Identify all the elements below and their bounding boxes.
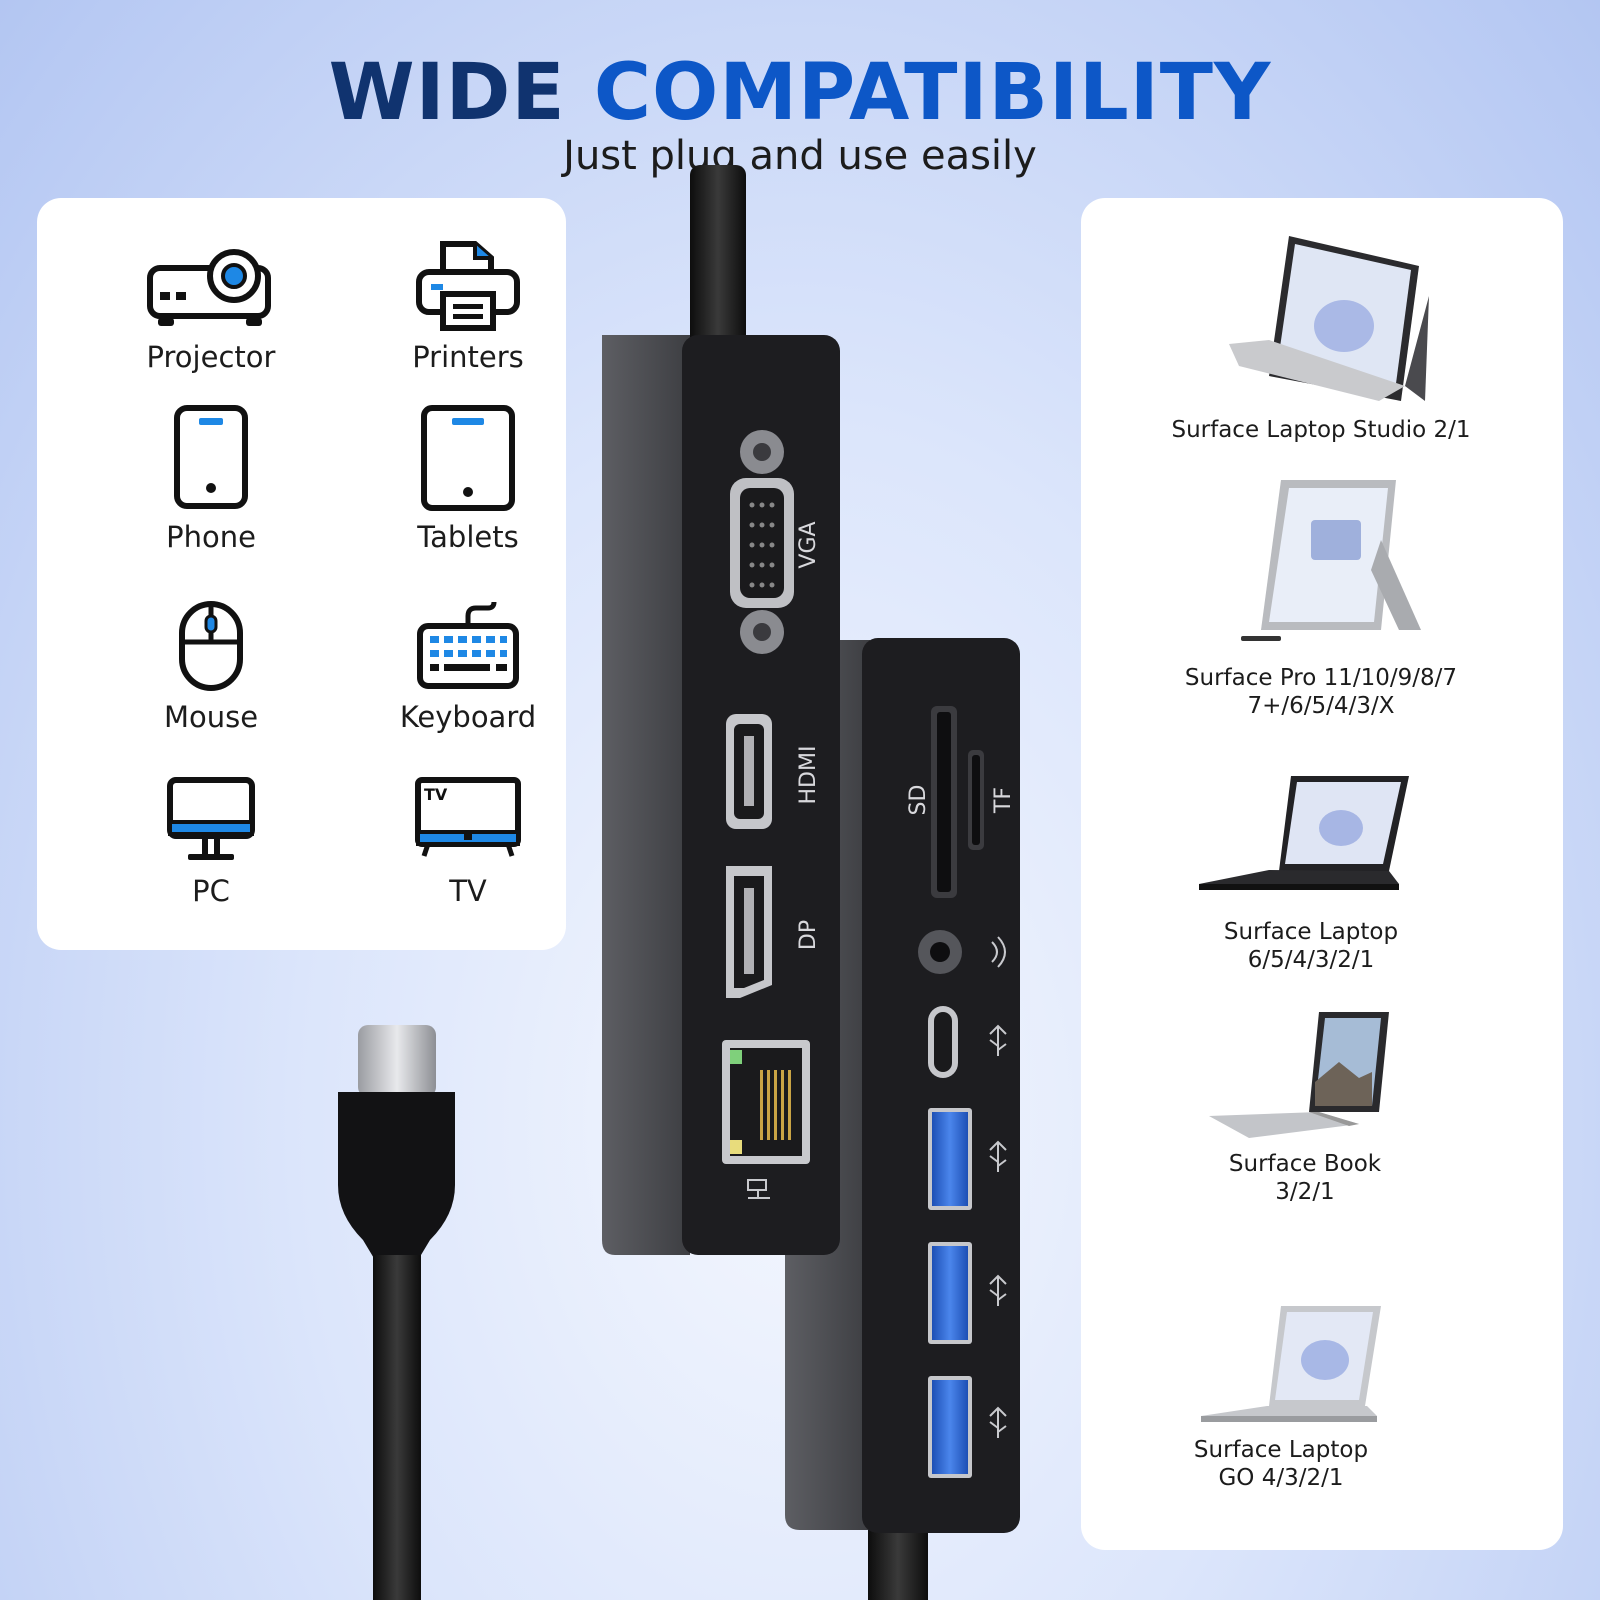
device-keyboard: Keyboard (358, 598, 578, 734)
device-tv: TV TV (358, 776, 578, 908)
surface-laptop-go-icon (1201, 1306, 1381, 1422)
laptop-label-1: Surface Laptop Studio 2/1 (1171, 417, 1471, 443)
device-label: PC (192, 874, 230, 908)
top-cable (690, 165, 746, 350)
tv-icon-text: TV (424, 785, 448, 804)
surface-pro-icon (1241, 480, 1421, 641)
usb-a-port-3 (928, 1376, 972, 1478)
device-label: Phone (166, 520, 256, 554)
sd-label: SD (906, 785, 931, 816)
printer-icon (416, 241, 520, 331)
tv-icon: TV (415, 777, 521, 857)
device-label: Keyboard (399, 700, 537, 734)
surface-book-icon (1209, 1012, 1389, 1138)
vga-port (730, 430, 794, 654)
surface-laptop-image (1199, 776, 1411, 902)
hdmi-port (726, 714, 772, 829)
ethernet-port (722, 1040, 810, 1199)
usb-a-port-1 (928, 1108, 972, 1210)
device-pc: PC (101, 776, 321, 908)
dp-label: DP (796, 920, 821, 950)
laptop-label-3: Surface Laptop 6/5/4/3/2/1 (1223, 919, 1399, 973)
laptop-label-5: Surface Laptop GO 4/3/2/1 (1193, 1437, 1369, 1491)
tf-label: TF (991, 787, 1016, 814)
surface-laptop-studio-icon (1229, 236, 1429, 401)
laptop-studio-image (1229, 236, 1429, 405)
usb-a-port-2 (928, 1242, 972, 1344)
device-label: Tablets (417, 520, 519, 554)
surface-laptop-go-image (1201, 1306, 1381, 1434)
device-tablet: Tablets (358, 404, 578, 554)
device-projector: Projector (101, 246, 321, 374)
monitor-icon (167, 777, 255, 860)
dp-port (726, 866, 772, 998)
device-compatibility-panel: Projector Printers Phone Tablets (37, 198, 566, 950)
keyboard-icon (417, 601, 519, 689)
laptop-label-2: Surface Pro 11/10/9/8/7 7+/6/5/4/3/X (1184, 665, 1458, 719)
laptop-compatibility-panel: Surface Laptop Studio 2/1 Surface Pro 11… (1081, 198, 1563, 1550)
page-title: WIDE COMPATIBILITY (0, 48, 1600, 138)
lower-hub-body (862, 638, 1020, 1533)
subtitle: Just plug and use easily (563, 133, 1037, 179)
device-mouse: Mouse (101, 600, 321, 734)
device-label: Mouse (163, 700, 259, 734)
title-part-2: COMPATIBILITY (593, 48, 1272, 138)
surface-laptop-icon (1199, 776, 1409, 890)
usb-c-cable (338, 1025, 455, 1600)
device-label: TV (449, 874, 487, 908)
device-label: Projector (146, 340, 276, 374)
laptop-label-4: Surface Book 3/2/1 (1228, 1151, 1382, 1205)
device-printer: Printers (358, 240, 578, 374)
phone-icon (174, 405, 248, 509)
device-label: Printers (412, 340, 524, 374)
surface-pro-image (1221, 480, 1431, 654)
title-part-1: WIDE (328, 48, 594, 138)
mouse-icon (179, 601, 243, 691)
surface-book-image (1209, 1012, 1389, 1142)
tablet-icon (421, 405, 515, 511)
device-phone: Phone (101, 404, 321, 554)
projector-icon (147, 249, 271, 326)
vga-label: VGA (796, 521, 821, 568)
hdmi-label: HDMI (796, 746, 821, 805)
